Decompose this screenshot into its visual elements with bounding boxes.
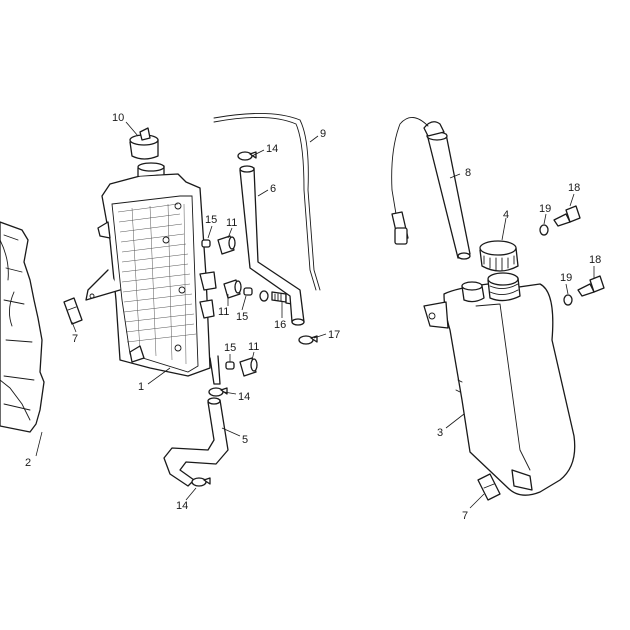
- callout-18-bottom: 18: [589, 254, 601, 266]
- callout-10: 10: [112, 112, 124, 124]
- callout-8: 8: [465, 167, 471, 179]
- callout-18-top: 18: [568, 182, 580, 194]
- callout-2: 2: [25, 457, 31, 469]
- lower-hose-part: [163, 397, 229, 487]
- callout-7-right: 7: [462, 510, 468, 522]
- callout-15-top: 15: [205, 214, 217, 226]
- callout-15-middle: 15: [236, 311, 248, 323]
- callout-1: 1: [138, 381, 144, 393]
- breather-pipe-part: [213, 113, 321, 291]
- callout-labels: 1 2 3 4 5 6 7 7 8 9 10 11 11 11 14 14 14…: [25, 112, 601, 522]
- upper-hose-part: [239, 165, 305, 326]
- radiator-part: [85, 162, 221, 385]
- screw-washer-group: [539, 205, 605, 306]
- callout-19-top: 19: [539, 203, 551, 215]
- callout-14-bottom: 14: [176, 500, 188, 512]
- callout-5: 5: [242, 434, 248, 446]
- callout-11-middle: 11: [218, 306, 229, 318]
- callout-14-middle: 14: [238, 391, 250, 403]
- leader-lines: [35, 121, 595, 509]
- callout-11-top: 11: [226, 217, 237, 229]
- reservoir-cap-part: [479, 240, 519, 272]
- level-sensor-part: [391, 117, 471, 260]
- callout-19-bottom: 19: [560, 272, 572, 284]
- callout-17: 17: [328, 329, 340, 341]
- callout-4: 4: [503, 209, 509, 221]
- hose-clamp-group: [191, 151, 318, 487]
- callout-16: 16: [274, 319, 286, 331]
- coolant-reservoir-part: [423, 272, 576, 496]
- grommet-group: [201, 235, 258, 377]
- radiator-shroud-part: [0, 221, 45, 433]
- clip-nut-part-left: [63, 297, 83, 325]
- callout-7-left: 7: [72, 333, 78, 345]
- callout-6: 6: [270, 183, 276, 195]
- bolt-washer-part: [259, 290, 293, 305]
- radiator-cap-part: [129, 127, 159, 160]
- callout-3: 3: [437, 427, 443, 439]
- clip-nut-part-right: [477, 473, 501, 501]
- callout-14-top: 14: [266, 143, 278, 155]
- callout-9: 9: [320, 128, 326, 140]
- callout-15-bottom: 15: [224, 342, 236, 354]
- callout-11-bottom: 11: [248, 341, 259, 353]
